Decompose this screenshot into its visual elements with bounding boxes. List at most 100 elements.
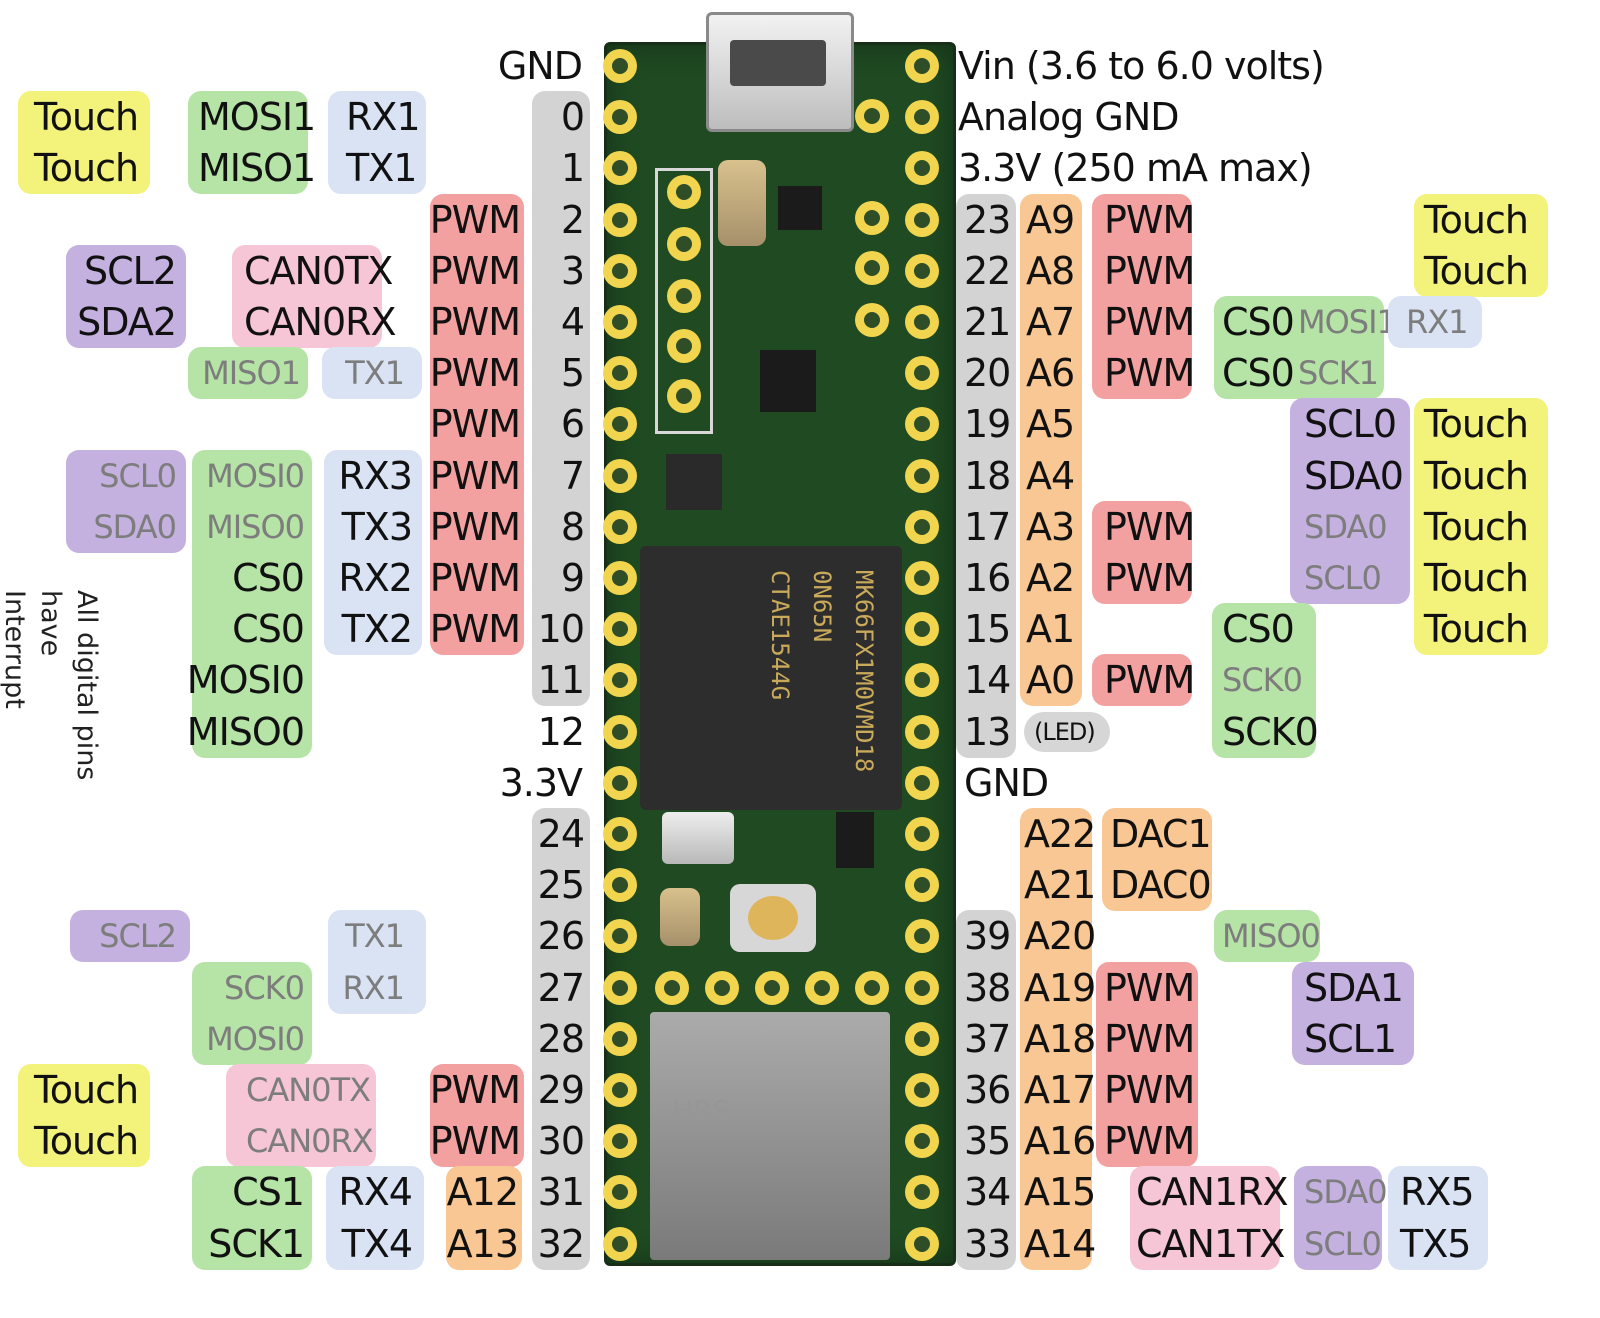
i2c0-group-bottom (1294, 1166, 1382, 1270)
i2c-label: SCL0 (1304, 402, 1397, 447)
i2c1-group (1292, 961, 1414, 1065)
pwm-label: PWM (429, 248, 521, 293)
pwm-label: PWM (429, 1068, 521, 1112)
inner-pad (805, 970, 839, 1005)
pwm-label: PWM (1104, 248, 1195, 293)
right-header-pad (905, 765, 939, 800)
left-header-pad (603, 561, 637, 595)
rx1-alt-group (1388, 296, 1482, 348)
spi1-alt-group (188, 347, 308, 400)
right-header-pad (905, 1073, 939, 1107)
dac-label: DAC0 (1110, 863, 1212, 908)
spi-label: MOSI1 (198, 95, 316, 140)
pwm-label: PWM (1104, 658, 1195, 703)
inner-pad (855, 303, 889, 337)
serial-label-alt: RX1 (342, 968, 405, 1007)
analog-label: A21 (1024, 863, 1096, 908)
pin-number: 0 (560, 95, 585, 140)
serial5-group (1388, 1166, 1488, 1270)
i2c2-group (66, 244, 186, 348)
serial-label-alt: TX1 (345, 917, 405, 956)
analog-label: A4 (1026, 453, 1075, 498)
i2c-label: SDA0 (1304, 453, 1404, 498)
pin-number: 30 (537, 1119, 585, 1164)
pwm-label: PWM (1104, 1016, 1195, 1061)
right-header-pad (905, 151, 939, 186)
left-header-pad (603, 1073, 637, 1107)
touch-group-right (1414, 193, 1548, 297)
mcu-chip (640, 546, 902, 810)
analog-label: A20 (1024, 914, 1096, 959)
small-chip (760, 350, 816, 412)
sd-card-slot (650, 1012, 890, 1260)
right-header-pad (905, 663, 939, 698)
pwm-label: PWM (1104, 351, 1195, 396)
pin-number: 22 (964, 248, 1011, 293)
pwm-label: PWM (429, 1119, 521, 1164)
touch-label: Touch (1423, 453, 1529, 498)
serial1-group (328, 91, 426, 195)
analog-label: A19 (1024, 965, 1096, 1010)
inner-pad (855, 970, 889, 1005)
pwm-label: PWM (429, 556, 521, 600)
right-header-pad (905, 1175, 939, 1210)
left-header-pad (603, 612, 637, 647)
pin-number: 19 (964, 402, 1011, 447)
header-outline (655, 168, 713, 434)
right-analog-group-lower (1020, 808, 1092, 1270)
pin-number: 38 (964, 965, 1011, 1010)
mcu-line-1: MK66FX1M0VMD18 (850, 570, 878, 773)
inner-pad (755, 970, 789, 1005)
serial-label: TX1 (346, 146, 417, 191)
supply-3v3-label: 3.3V (250 mA max) (958, 146, 1313, 191)
cs0-spi1-group (1214, 296, 1384, 400)
right-pin-number-column (956, 193, 1016, 758)
left-header-pad (603, 305, 637, 339)
inner-pad (667, 175, 701, 209)
small-chip (836, 812, 874, 868)
usb-port-opening (730, 40, 826, 86)
serial1-alt-group (322, 347, 422, 400)
left-header-pad (603, 919, 637, 954)
pin-number: 13 (964, 709, 1011, 754)
pwm-label: PWM (1104, 965, 1195, 1010)
led-badge (1024, 711, 1110, 752)
spi-label-alt: MISO0 (206, 507, 305, 546)
inner-pad (655, 970, 689, 1005)
pin-number: 33 (964, 1221, 1011, 1266)
right-header-pad (905, 49, 939, 83)
analog-label: A6 (1026, 351, 1075, 396)
pwm-label: PWM (429, 453, 521, 498)
pin-number: 11 (537, 658, 585, 703)
label-gnd: GND (497, 44, 583, 88)
left-header-pad (603, 202, 637, 237)
pin-number: 5 (560, 351, 585, 396)
serial-label: RX5 (1400, 1170, 1475, 1215)
left-pwm-group-lower (430, 1064, 524, 1168)
pin-number: 1 (560, 146, 585, 191)
spi-label-alt: MOSI1 (1298, 303, 1397, 341)
pin-number: 6 (560, 402, 585, 447)
touch-label: Touch (1423, 402, 1529, 447)
can0-alt-group (226, 1064, 376, 1168)
left-header-pad (603, 1175, 637, 1210)
spi0-group (192, 449, 312, 758)
left-header-pad (603, 1226, 637, 1261)
right-analog-group (1020, 193, 1082, 707)
serial1-lower-group (328, 910, 426, 1014)
right-header-pad (905, 561, 939, 595)
pin-number: 3 (560, 248, 585, 293)
serial4-group (326, 1166, 424, 1270)
analog-label: A12 (446, 1170, 519, 1215)
pin-number: 25 (537, 863, 585, 908)
spi-label: MISO0 (186, 709, 305, 754)
gnd-label: GND (964, 760, 1049, 805)
pin-number: 27 (537, 965, 585, 1010)
crystal-component (660, 888, 700, 946)
can-label: CAN1TX (1136, 1221, 1285, 1266)
right-pwm-group-a0 (1092, 654, 1192, 707)
can-label: CAN0RX (244, 300, 397, 344)
right-header-pad (905, 509, 939, 544)
right-header-pad (905, 868, 939, 903)
